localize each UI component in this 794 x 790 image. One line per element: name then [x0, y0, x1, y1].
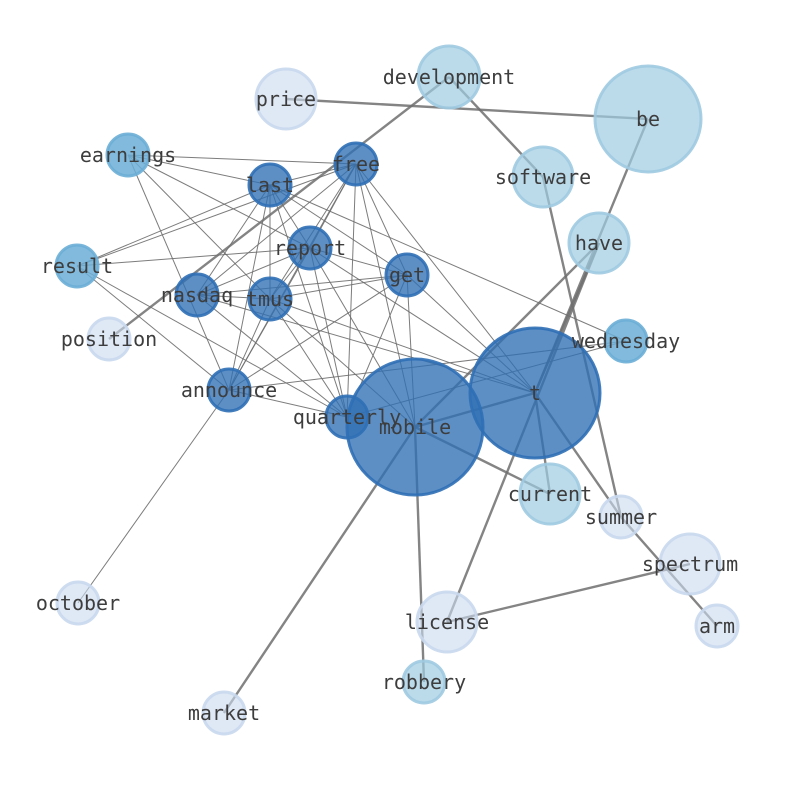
node-label-last: last	[246, 173, 294, 197]
edge-earnings-announce	[127, 154, 230, 391]
node-tmus[interactable]	[247, 276, 293, 322]
edge-result-announce	[76, 265, 230, 391]
node-label-robbery: robbery	[382, 670, 466, 694]
node-label-nasdaq: nasdaq	[161, 283, 233, 307]
edge-price-be	[285, 97, 649, 121]
node-label-arm: arm	[699, 614, 735, 638]
node-label-get: get	[389, 263, 425, 287]
node-get[interactable]	[384, 252, 430, 298]
node-label-position: position	[61, 327, 157, 351]
edge-result-quarterly	[76, 265, 348, 418]
edge-report-quarterly	[309, 247, 348, 418]
node-layer	[54, 44, 740, 736]
node-spectrum[interactable]	[658, 532, 722, 596]
node-label-spectrum: spectrum	[642, 552, 738, 576]
edge-earnings-free	[127, 154, 357, 165]
node-label-have: have	[575, 231, 623, 255]
node-label-market: market	[188, 701, 260, 725]
edge-last-get	[269, 184, 408, 276]
node-label-earnings: earnings	[80, 143, 176, 167]
node-development[interactable]	[416, 44, 482, 110]
node-current[interactable]	[518, 462, 582, 526]
node-have[interactable]	[567, 211, 631, 275]
node-label-free: free	[332, 152, 380, 176]
node-robbery[interactable]	[401, 659, 447, 705]
node-label-development: development	[383, 65, 515, 89]
node-label-be: be	[636, 107, 660, 131]
node-free[interactable]	[333, 141, 379, 187]
node-label-announce: announce	[181, 378, 277, 402]
edge-last-result	[76, 184, 271, 267]
node-report[interactable]	[287, 225, 333, 271]
edge-tmus-quarterly	[269, 298, 348, 418]
edge-report-result	[76, 247, 311, 267]
node-price[interactable]	[254, 67, 318, 131]
node-label-tmus: tmus	[246, 287, 294, 311]
node-market[interactable]	[201, 690, 247, 736]
edge-free-result	[76, 163, 357, 267]
node-wednesday[interactable]	[603, 318, 649, 364]
node-label-report: report	[274, 236, 346, 260]
node-label-october: october	[36, 591, 120, 615]
node-position[interactable]	[86, 316, 132, 362]
node-mobile[interactable]	[345, 357, 485, 497]
node-label-price: price	[256, 87, 316, 111]
node-label-quarterly: quarterly	[293, 405, 401, 429]
edge-spectrum-license	[446, 562, 691, 624]
edge-development-position	[108, 76, 450, 340]
node-october[interactable]	[55, 580, 101, 626]
node-label-summer: summer	[585, 505, 657, 529]
edge-free-nasdaq	[196, 163, 357, 296]
edge-free-quarterly	[346, 163, 357, 418]
node-last[interactable]	[247, 162, 293, 208]
node-summer[interactable]	[598, 494, 644, 540]
node-label-mobile: mobile	[379, 415, 451, 439]
node-label-wednesday: wednesday	[572, 329, 680, 353]
node-license[interactable]	[415, 590, 479, 654]
node-be[interactable]	[593, 64, 703, 174]
label-layer: price development be earnings free last softwa…	[36, 65, 738, 725]
node-label-license: license	[405, 610, 489, 634]
node-label-t: t	[529, 381, 541, 405]
node-software[interactable]	[511, 145, 575, 209]
node-announce[interactable]	[206, 367, 252, 413]
edge-announce-october	[77, 389, 230, 604]
node-result[interactable]	[54, 243, 100, 289]
node-nasdaq[interactable]	[174, 272, 220, 318]
edge-last-wednesday	[269, 184, 627, 342]
node-label-current: current	[508, 482, 592, 506]
edge-last-quarterly	[269, 184, 348, 418]
edge-earnings-report	[127, 154, 311, 249]
edge-nasdaq-quarterly	[196, 294, 348, 418]
node-label-result: result	[41, 254, 113, 278]
edge-get-nasdaq	[196, 274, 408, 296]
node-earnings[interactable]	[105, 132, 151, 178]
node-arm[interactable]	[694, 603, 740, 649]
edge-get-announce	[228, 274, 408, 391]
edge-earnings-last	[127, 154, 271, 186]
node-label-software: software	[495, 165, 591, 189]
edge-last-announce	[228, 184, 271, 391]
edge-get-tmus	[269, 274, 408, 300]
